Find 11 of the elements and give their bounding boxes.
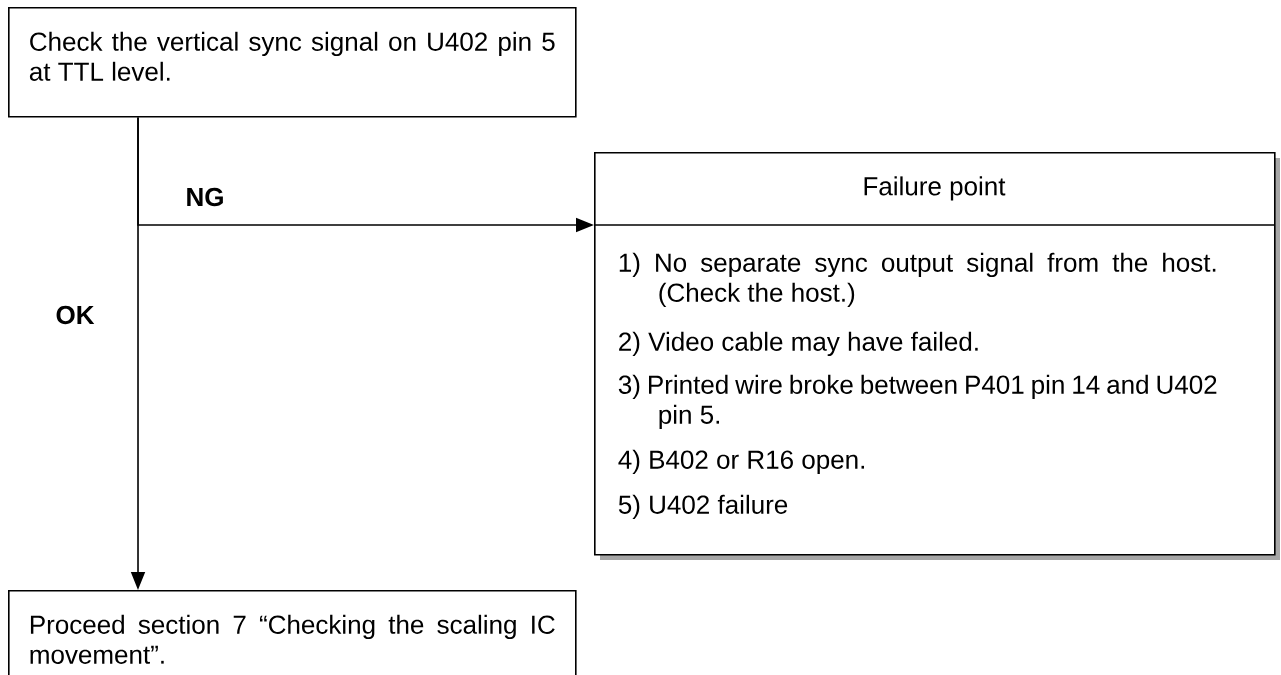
edge-label: NG <box>183 185 227 209</box>
box-heading: Failure point <box>864 176 1006 201</box>
failure-box <box>593 152 1280 560</box>
list-item: 3) Printed wire broke between P401 pin 14 and U402 pin 5. <box>618 374 1217 430</box>
list-item: 1) No separate sync output signal from the host. (Check the host.) <box>619 252 1216 308</box>
edge-label: OK <box>53 303 97 327</box>
list-item: 5) U402 failure <box>618 494 788 520</box>
list-item: 2) Video cable may have failed. <box>619 331 978 357</box>
process-box: Check the vertical sync signal on U402 pin 5 at TTL level. <box>8 7 577 118</box>
process-box: Proceed section 7 “Checking the scaling IC movement”. <box>8 590 577 675</box>
list-item: 4) B402 or R16 open. <box>618 449 864 475</box>
